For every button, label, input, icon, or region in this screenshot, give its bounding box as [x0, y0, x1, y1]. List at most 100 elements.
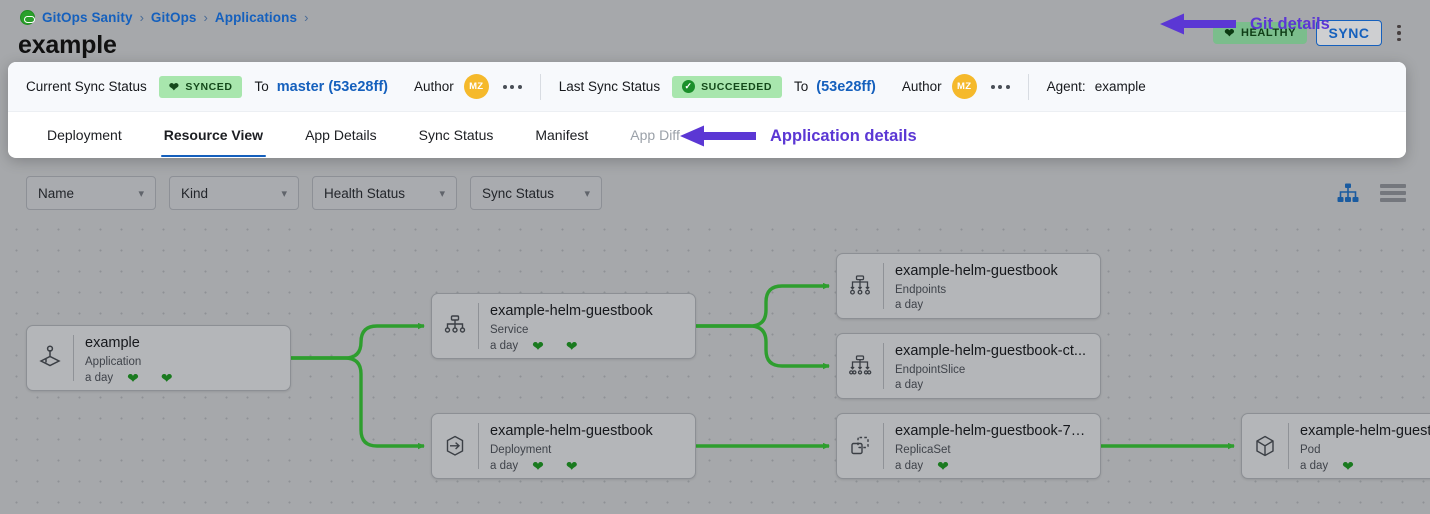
graph-node-endpoints[interactable]: example-helm-guestbook Endpoints a day [836, 253, 1101, 319]
chevron-down-icon: ▾ [281, 187, 287, 200]
page-header: GitOps Sanity › GitOps › Applications › … [0, 0, 1430, 66]
node-age: a day [895, 379, 924, 391]
application-details-overlay: Current Sync Status ❤ SYNCED To master (… [8, 62, 1406, 158]
chevron-down-icon: ▾ [584, 187, 590, 200]
node-age: a day [490, 340, 519, 352]
breadcrumb-item-gitops[interactable]: GitOps [150, 10, 197, 25]
service-icon [432, 294, 478, 358]
avatar[interactable]: MZ [951, 74, 977, 99]
node-kind: Application [85, 356, 142, 368]
tab-sync-status[interactable]: Sync Status [398, 112, 515, 157]
tab-app-diff[interactable]: App Diff [609, 112, 701, 157]
node-age: a day [895, 460, 924, 472]
sync-heart-icon: ❤ [565, 458, 578, 474]
graph-node-pod[interactable]: example-helm-guest Pod a day ❤ [1241, 413, 1430, 479]
divider [539, 73, 541, 100]
filter-name[interactable]: Name ▾ [26, 176, 156, 210]
health-heart-icon: ❤ [127, 370, 139, 386]
filter-health-status-label: Health Status [324, 185, 406, 201]
annotation-application-details: Application details [680, 125, 917, 147]
avatar[interactable]: MZ [463, 74, 489, 99]
last-revision-link[interactable]: (53e28ff) [816, 78, 876, 95]
health-heart-icon: ❤ [937, 458, 949, 474]
breadcrumb-separator: › [139, 10, 144, 25]
current-sync-status-badge: ❤ SYNCED [158, 75, 243, 98]
breadcrumb-separator: › [203, 10, 208, 25]
node-divider [883, 263, 884, 309]
breadcrumb-item-applications[interactable]: Applications [214, 10, 298, 25]
current-more-icon[interactable] [502, 84, 522, 89]
graph-node-service[interactable]: example-helm-guestbook Service a day ❤ ❤ [431, 293, 696, 359]
left-arrow-icon [1160, 13, 1236, 35]
tab-manifest[interactable]: Manifest [514, 112, 609, 157]
tab-label: Resource View [163, 126, 264, 143]
sync-status-bar: Current Sync Status ❤ SYNCED To master (… [8, 62, 1406, 112]
last-to-label: To [793, 79, 809, 94]
node-footer: a day [895, 379, 1090, 391]
node-age: a day [490, 460, 519, 472]
health-heart-icon: ❤ [1342, 458, 1354, 474]
graph-node-replicaset[interactable]: example-helm-guestbook-74... ReplicaSet … [836, 413, 1101, 479]
agent-label: Agent: [1046, 79, 1086, 94]
filter-name-label: Name [38, 185, 75, 201]
graph-edges [291, 282, 1235, 450]
node-title: example-helm-guestbook [895, 263, 1058, 279]
filter-sync-status[interactable]: Sync Status ▾ [470, 176, 602, 210]
current-sync-status-label: Current Sync Status [26, 79, 147, 94]
sync-heart-icon: ❤ [160, 370, 173, 386]
filter-sync-status-label: Sync Status [482, 185, 555, 201]
node-divider [883, 423, 884, 469]
node-footer: a day ❤ ❤ [85, 371, 280, 385]
node-footer: a day ❤ ❤ [490, 339, 685, 353]
graph-node-application[interactable]: example Application a day ❤ ❤ [26, 325, 291, 391]
breadcrumb-item-gitops-sanity[interactable]: GitOps Sanity [42, 10, 133, 25]
list-view-icon[interactable] [1380, 183, 1406, 203]
tab-deployment[interactable]: Deployment [26, 112, 143, 157]
replicaset-icon [837, 414, 883, 478]
heart-icon: ❤ [168, 79, 180, 94]
graph-node-deployment[interactable]: example-helm-guestbook Deployment a day … [431, 413, 696, 479]
node-kind: ReplicaSet [895, 444, 951, 456]
node-title: example-helm-guest [1300, 423, 1430, 439]
filter-kind[interactable]: Kind ▾ [169, 176, 299, 210]
node-title: example-helm-guestbook [490, 303, 653, 319]
annotation-label: Application details [770, 126, 917, 145]
more-options-icon[interactable] [1390, 20, 1408, 46]
left-arrow-icon [680, 125, 756, 147]
node-footer: a day ❤ [895, 459, 1090, 473]
sync-button[interactable]: SYNC [1316, 20, 1382, 46]
graph-node-endpointslice[interactable]: example-helm-guestbook-ct... EndpointSli… [836, 333, 1101, 399]
resource-graph-canvas[interactable]: example Application a day ❤ ❤ [0, 215, 1430, 514]
chevron-down-icon: ▾ [439, 187, 445, 200]
health-heart-icon: ❤ [532, 338, 544, 354]
node-footer: a day [895, 299, 1090, 311]
node-footer: a day ❤ [1300, 459, 1430, 473]
filter-health-status[interactable]: Health Status ▾ [312, 176, 457, 210]
current-to-label: To [254, 79, 269, 94]
node-divider [478, 303, 479, 349]
current-sync-status-value: SYNCED [185, 80, 233, 93]
current-revision-link[interactable]: master (53e28ff) [276, 78, 388, 95]
last-more-icon[interactable] [990, 84, 1010, 89]
filter-kind-label: Kind [181, 185, 209, 201]
tab-app-details[interactable]: App Details [284, 112, 398, 157]
tree-view-icon[interactable] [1337, 183, 1359, 203]
node-divider [73, 335, 74, 381]
node-title: example-helm-guestbook [490, 423, 653, 439]
node-kind: EndpointSlice [895, 364, 966, 376]
pod-icon [1242, 414, 1288, 478]
agent-value: example [1094, 79, 1146, 94]
tab-resource-view[interactable]: Resource View [143, 112, 284, 157]
sync-heart-icon: ❤ [565, 338, 578, 354]
check-circle-icon: ✓ [682, 80, 696, 93]
gitops-logo-icon [20, 10, 35, 25]
node-divider [478, 423, 479, 469]
application-icon [27, 326, 73, 390]
last-author-label: Author [901, 79, 942, 94]
node-divider [1288, 423, 1289, 469]
endpoints-icon [837, 254, 883, 318]
node-age: a day [895, 299, 924, 311]
annotation-label: Git details [1250, 14, 1330, 33]
page-title: example [18, 31, 117, 59]
node-title: example-helm-guestbook-74... [895, 423, 1090, 439]
